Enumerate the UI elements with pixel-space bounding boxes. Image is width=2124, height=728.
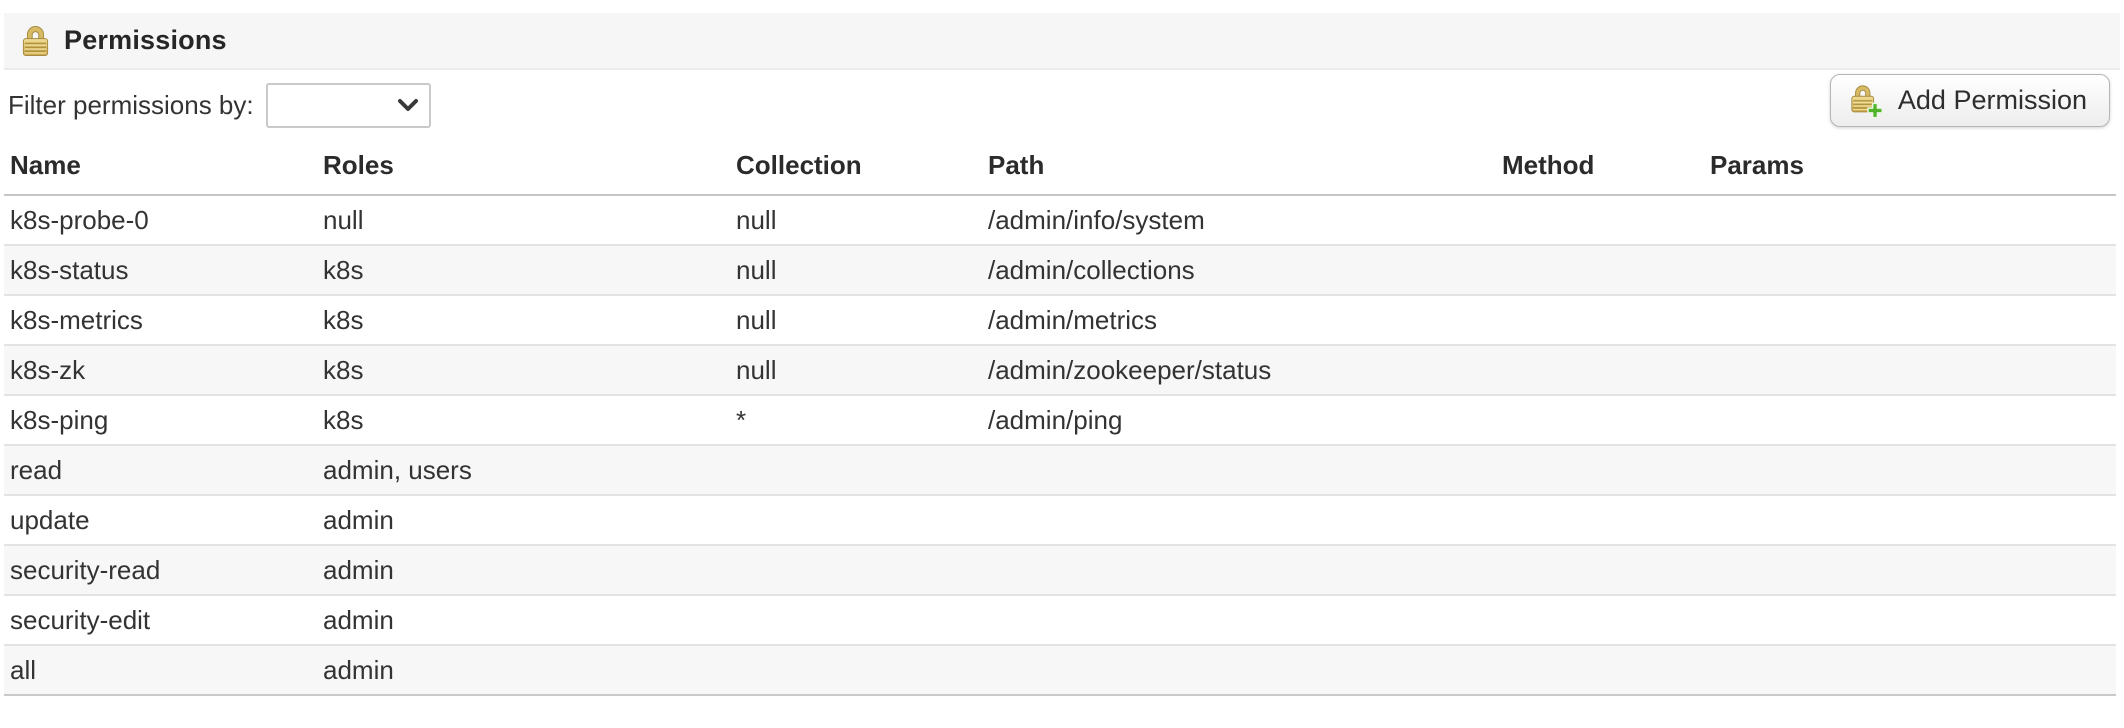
cell-roles: null (317, 195, 730, 246)
cell-path: /admin/zookeeper/status (982, 345, 1496, 396)
add-permission-label: Add Permission (1897, 85, 2087, 115)
lock-icon (20, 24, 51, 58)
title-bar: Permissions (4, 13, 2120, 70)
filter-select-wrap (265, 82, 431, 128)
cell-name: read (4, 445, 317, 496)
cell-collection (730, 595, 982, 646)
column-header-roles: Roles (317, 140, 730, 196)
cell-method (1496, 645, 1704, 696)
cell-params (1704, 595, 2116, 646)
cell-path: /admin/collections (982, 245, 1496, 296)
cell-roles: k8s (317, 245, 730, 296)
cell-name: k8s-status (4, 245, 317, 296)
cell-path (982, 545, 1496, 596)
cell-name: k8s-ping (4, 395, 317, 446)
filter-select[interactable] (265, 82, 431, 128)
cell-roles: k8s (317, 345, 730, 396)
cell-path (982, 595, 1496, 646)
cell-name: all (4, 645, 317, 696)
cell-roles: k8s (317, 395, 730, 446)
cell-params (1704, 295, 2116, 346)
column-header-name: Name (4, 140, 317, 196)
add-permission-button[interactable]: Add Permission (1829, 74, 2110, 127)
filter-label: Filter permissions by: (8, 89, 254, 120)
table-header-row: Name Roles Collection Path Method Params (4, 140, 2116, 196)
cell-name: k8s-zk (4, 345, 317, 396)
cell-params (1704, 545, 2116, 596)
cell-params (1704, 395, 2116, 446)
cell-name: update (4, 495, 317, 546)
cell-roles: k8s (317, 295, 730, 346)
column-header-path: Path (982, 140, 1496, 196)
cell-method (1496, 395, 1704, 446)
cell-method (1496, 495, 1704, 546)
cell-params (1704, 445, 2116, 496)
cell-collection (730, 445, 982, 496)
column-header-collection: Collection (730, 140, 982, 196)
column-header-method: Method (1496, 140, 1704, 196)
cell-params (1704, 245, 2116, 296)
column-header-params: Params (1704, 140, 2116, 196)
cell-params (1704, 195, 2116, 246)
cell-collection: null (730, 195, 982, 246)
lock-plus-icon (1849, 83, 1885, 119)
cell-method (1496, 595, 1704, 646)
toolbar: Filter permissions by: (4, 70, 2120, 140)
cell-roles: admin (317, 595, 730, 646)
cell-collection (730, 545, 982, 596)
cell-params (1704, 645, 2116, 696)
cell-collection (730, 495, 982, 546)
cell-method (1496, 445, 1704, 496)
cell-collection: null (730, 295, 982, 346)
permissions-panel: Permissions Filter permissions by: (4, 13, 2120, 696)
cell-path: /admin/ping (982, 395, 1496, 446)
cell-roles: admin (317, 645, 730, 696)
permissions-table: Name Roles Collection Path Method Params… (4, 140, 2116, 696)
cell-collection: * (730, 395, 982, 446)
cell-params (1704, 495, 2116, 546)
cell-name: security-edit (4, 595, 317, 646)
cell-method (1496, 295, 1704, 346)
cell-name: k8s-probe-0 (4, 195, 317, 246)
cell-path (982, 445, 1496, 496)
cell-path: /admin/info/system (982, 195, 1496, 246)
cell-name: security-read (4, 545, 317, 596)
cell-collection (730, 645, 982, 696)
cell-roles: admin (317, 495, 730, 546)
cell-method (1496, 195, 1704, 246)
cell-path (982, 645, 1496, 696)
cell-path (982, 495, 1496, 546)
cell-roles: admin (317, 545, 730, 596)
cell-roles: admin, users (317, 445, 730, 496)
cell-name: k8s-metrics (4, 295, 317, 346)
cell-method (1496, 345, 1704, 396)
page-title: Permissions (64, 25, 227, 55)
cell-collection: null (730, 345, 982, 396)
cell-method (1496, 545, 1704, 596)
cell-params (1704, 345, 2116, 396)
cell-path: /admin/metrics (982, 295, 1496, 346)
cell-method (1496, 245, 1704, 296)
cell-collection: null (730, 245, 982, 296)
